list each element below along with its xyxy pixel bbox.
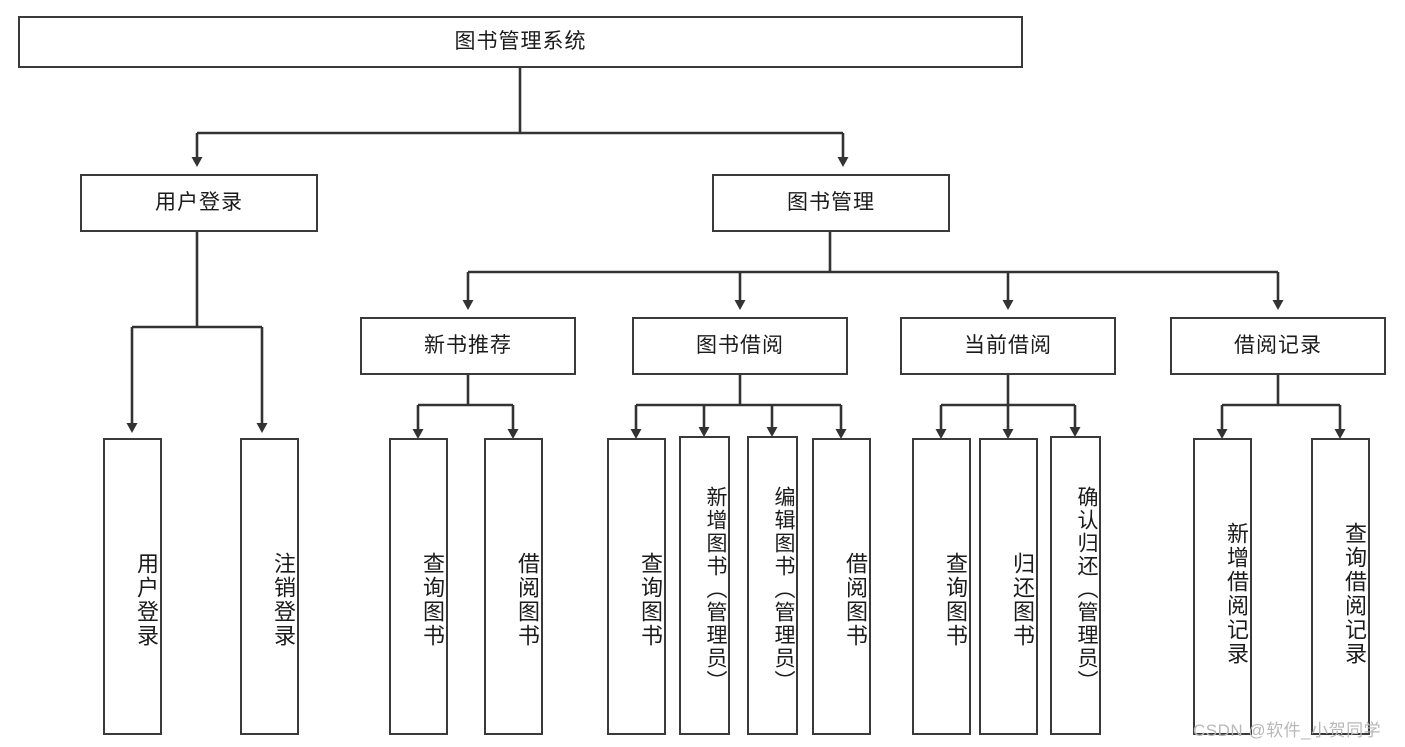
leaf-user-login[interactable]: 用户登录 [103,438,162,735]
leaf-confirm-return-admin[interactable]: 确认归还（管理员） [1050,436,1101,735]
node-book-management-system[interactable]: 图书管理系统 [18,16,1023,68]
leaf-logout[interactable]: 注销登录 [240,438,299,735]
node-label: 借阅记录 [1234,334,1322,358]
leaf-borrow-book-borrow[interactable]: 借阅图书 [812,438,871,735]
leaf-add-borrow-record[interactable]: 新增借阅记录 [1193,438,1252,735]
node-label: 查询图书 [943,551,968,648]
csdn-watermark: CSDN @软件_小贺同学 [1193,721,1382,740]
node-label: 归还图书 [1010,551,1035,648]
node-label: 查询图书 [420,551,445,648]
leaf-query-borrow-record[interactable]: 查询借阅记录 [1311,438,1370,735]
leaf-query-book-new[interactable]: 查询图书 [389,438,448,735]
node-label: 确认归还（管理员） [1075,486,1098,693]
leaf-query-book-borrow[interactable]: 查询图书 [607,438,666,735]
leaf-return-book[interactable]: 归还图书 [979,438,1038,735]
node-label: 新书推荐 [424,334,512,358]
node-label: 查询借阅记录 [1342,521,1367,666]
node-borrowing-record[interactable]: 借阅记录 [1170,317,1386,375]
node-book-borrowing[interactable]: 图书借阅 [632,317,848,375]
leaf-add-book-admin[interactable]: 新增图书（管理员） [679,436,730,735]
node-label: 当前借阅 [964,334,1052,358]
node-label: 图书借阅 [696,334,784,358]
node-current-borrowing[interactable]: 当前借阅 [900,317,1116,375]
node-new-book-recommendation[interactable]: 新书推荐 [360,317,576,375]
node-label: 图书管理系统 [454,30,587,54]
node-label: 借阅图书 [843,551,868,648]
leaf-edit-book-admin[interactable]: 编辑图书（管理员） [747,436,798,735]
node-label: 新增图书（管理员） [704,486,727,693]
node-label: 用户登录 [155,191,243,215]
node-user-login[interactable]: 用户登录 [80,174,318,232]
node-book-management[interactable]: 图书管理 [712,174,950,232]
node-label: 编辑图书（管理员） [772,486,795,693]
node-label: 查询图书 [638,551,663,648]
node-label: 用户登录 [134,551,159,648]
leaf-query-book-current[interactable]: 查询图书 [912,438,971,735]
node-label: 新增借阅记录 [1224,521,1249,666]
leaf-borrow-book-new[interactable]: 借阅图书 [484,438,543,735]
node-label: 借阅图书 [515,551,540,648]
node-label: 注销登录 [271,551,296,648]
node-label: 图书管理 [787,191,875,215]
